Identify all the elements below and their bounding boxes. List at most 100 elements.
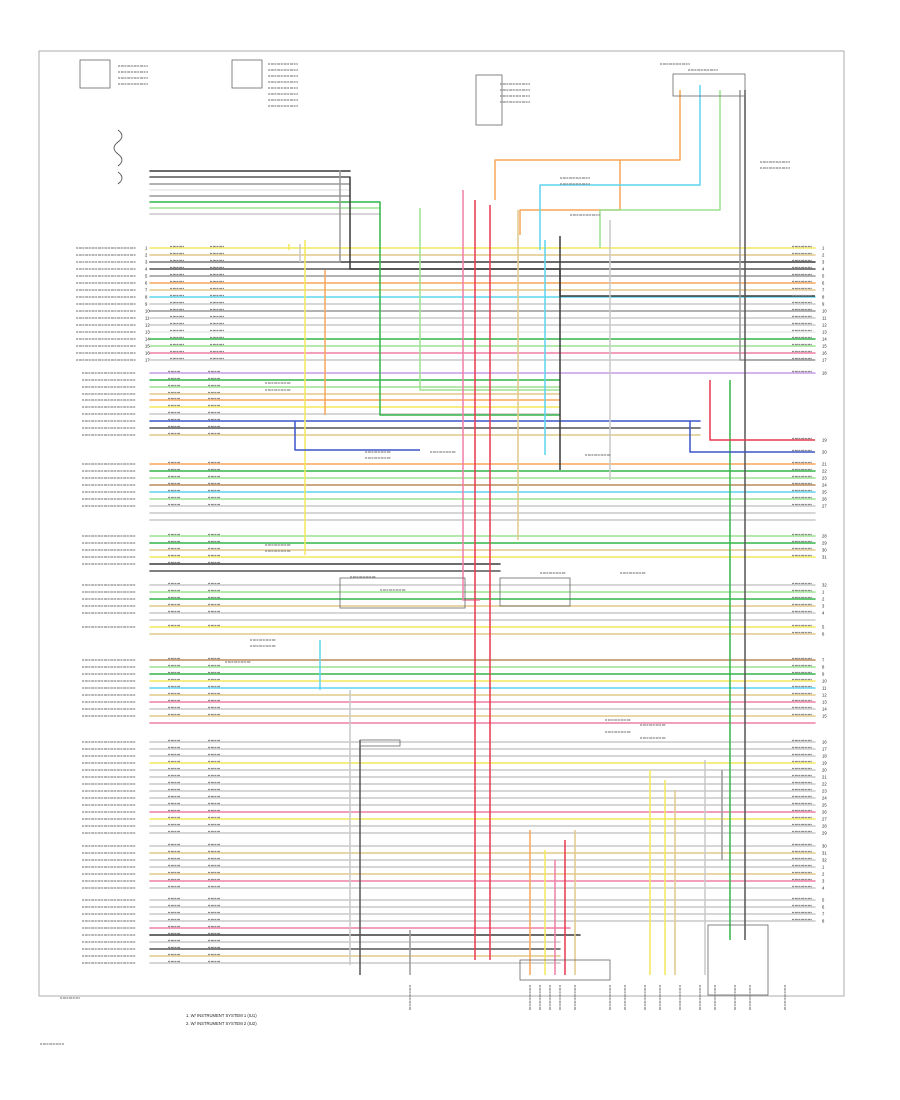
right-pin-number: 7 (822, 658, 825, 663)
right-pin-number: 24 (822, 483, 827, 488)
wavy-connector-icon (113, 129, 123, 185)
splice-box-2 (499, 577, 571, 607)
right-pin-number: 18 (822, 371, 827, 376)
right-pin-number: 6 (822, 905, 825, 910)
right-pin-number: 21 (822, 775, 827, 780)
right-pin-number: 14 (822, 337, 827, 342)
right-pin-number: 11 (822, 686, 827, 691)
right-pin-number: 6 (822, 281, 825, 286)
left-pin-number: 5 (145, 274, 148, 279)
right-pin-number: 1 (822, 590, 825, 595)
right-pin-number: 12 (822, 323, 827, 328)
right-pin-number: 1 (822, 865, 825, 870)
right-pin-number: 26 (822, 497, 827, 502)
right-pin-number: 18 (822, 754, 827, 759)
routed-wire-13 (539, 85, 701, 250)
right-pin-number: 16 (822, 351, 827, 356)
routed-wire-19 (689, 421, 815, 453)
right-pin-number: 8 (822, 295, 825, 300)
left-pin-number: 8 (145, 295, 148, 300)
right-pin-number: 15 (822, 344, 827, 349)
right-pin-number: 4 (822, 267, 825, 272)
right-pin-number: 13 (822, 700, 827, 705)
routed-wire-3 (419, 208, 560, 391)
right-pin-number: 5 (822, 898, 825, 903)
right-pin-number: 5 (822, 274, 825, 279)
ground-bar (359, 739, 401, 747)
left-pin-number: 3 (145, 260, 148, 265)
left-pin-number: 14 (145, 337, 150, 342)
legend-note-1: 1. W/ INSTRUMENT SYSTEM 1 (IU1) (186, 1013, 257, 1018)
component-bottom-right (707, 924, 769, 996)
left-pin-number: 11 (145, 316, 150, 321)
left-pin-number: 15 (145, 344, 150, 349)
connector-bottom-center (519, 959, 611, 981)
right-pin-number: 17 (822, 358, 827, 363)
component-top-left-1 (79, 59, 111, 89)
right-pin-number: 17 (822, 747, 827, 752)
routed-wire-24 (294, 421, 420, 451)
left-pin-number: 10 (145, 309, 150, 314)
routed-wire-11 (519, 160, 621, 235)
legend-note-2: 2. W/ INSTRUMENT SYSTEM 2 (IU2) (186, 1021, 257, 1026)
right-pin-number: 25 (822, 803, 827, 808)
right-pin-number: 1 (822, 246, 825, 251)
right-pin-number: 20 (822, 450, 827, 455)
left-pin-number: 6 (145, 281, 148, 286)
right-pin-number: 13 (822, 330, 827, 335)
right-pin-number: 32 (822, 858, 827, 863)
right-pin-number: 2 (822, 597, 825, 602)
left-pin-number: 9 (145, 302, 148, 307)
right-pin-number: 5 (822, 625, 825, 630)
splice-box-1 (339, 577, 466, 609)
routed-wire-2 (379, 202, 560, 416)
right-pin-number: 30 (822, 548, 827, 553)
left-pin-number: 4 (145, 267, 148, 272)
right-pin-number: 32 (822, 583, 827, 588)
right-pin-number: 27 (822, 817, 827, 822)
right-pin-number: 20 (822, 768, 827, 773)
left-pin-number: 12 (145, 323, 150, 328)
right-pin-number: 7 (822, 912, 825, 917)
right-pin-number: 29 (822, 831, 827, 836)
right-pin-number: 19 (822, 761, 827, 766)
right-pin-number: 9 (822, 672, 825, 677)
right-pin-number: 8 (822, 665, 825, 670)
right-pin-number: 22 (822, 782, 827, 787)
left-pin-number: 2 (145, 253, 148, 258)
routed-wire-0 (150, 170, 341, 263)
routed-wire-18 (709, 380, 815, 441)
right-pin-number: 31 (822, 555, 827, 560)
left-pin-number: 1 (145, 246, 148, 251)
component-top-left-2 (231, 59, 263, 89)
right-pin-number: 22 (822, 469, 827, 474)
legend-footer: 1. W/ INSTRUMENT SYSTEM 1 (IU1) 2. W/ IN… (186, 1013, 257, 1026)
components (79, 59, 769, 996)
right-pin-number: 4 (822, 611, 825, 616)
left-pin-number: 16 (145, 351, 150, 356)
right-pin-number: 23 (822, 476, 827, 481)
right-pin-number: 19 (822, 438, 827, 443)
component-top-center (475, 74, 503, 126)
wire-harness (149, 85, 816, 975)
right-pin-number: 25 (822, 490, 827, 495)
routed-wire-15 (739, 90, 815, 361)
right-pin-number: 6 (822, 632, 825, 637)
right-pin-number: 14 (822, 707, 827, 712)
right-pin-number: 28 (822, 824, 827, 829)
right-pin-number: 8 (822, 919, 825, 924)
right-pin-number: 9 (822, 302, 825, 307)
right-pin-number: 24 (822, 796, 827, 801)
right-pin-number: 16 (822, 740, 827, 745)
right-pin-number: 3 (822, 260, 825, 265)
right-pin-number: 28 (822, 534, 827, 539)
right-pin-number: 3 (822, 879, 825, 884)
diagram-labels: 1234567891011121314151617123456789101112… (40, 63, 827, 1045)
right-pin-number: 30 (822, 844, 827, 849)
left-pin-number: 13 (145, 330, 150, 335)
right-pin-number: 26 (822, 810, 827, 815)
right-pin-number: 3 (822, 604, 825, 609)
component-top-right (672, 73, 746, 97)
right-pin-number: 2 (822, 253, 825, 258)
